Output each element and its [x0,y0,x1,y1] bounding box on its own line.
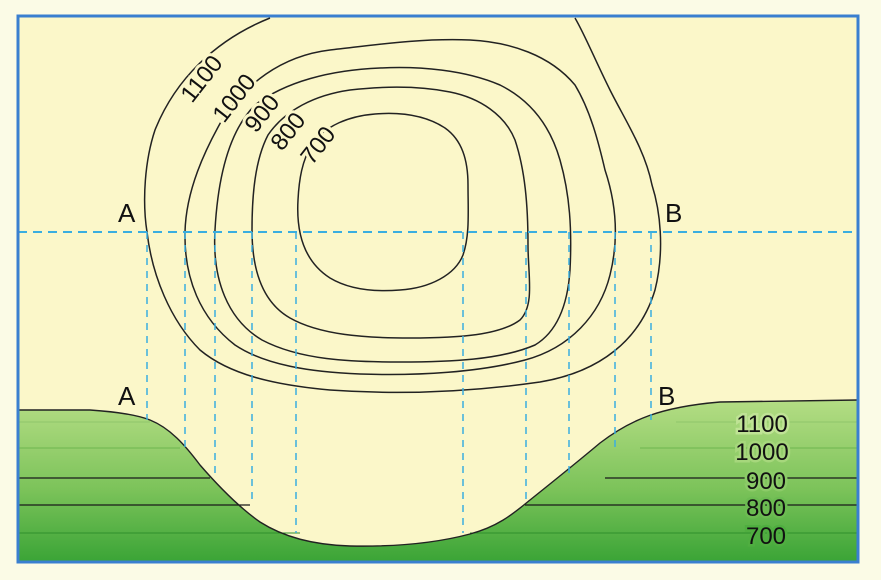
projection-lines [146,232,652,533]
profile-label-b: B [658,381,675,411]
section-label-b: B [665,198,682,228]
diagram-frame [16,14,860,564]
section-label-a: A [118,198,136,228]
contour-lines [143,17,662,394]
scale-label-800: 800 [746,495,786,522]
profile-level-lines [18,421,858,534]
profile-terrain [18,400,858,562]
scale-label-1000: 1000 [735,439,788,466]
scale-label-1100: 1100 [736,411,788,438]
profile-label-a: A [118,381,136,411]
contour-800 [251,86,531,339]
contour-700 [296,112,470,292]
scale-label-900: 900 [746,468,786,495]
profile-scale-labels: 1100 1000 900 800 700 [733,409,791,553]
contour-900 [213,66,572,363]
scale-label-700: 700 [746,523,786,550]
profile-outline [18,399,858,547]
contour-1000 [184,38,617,376]
contour-1100 [143,17,662,394]
